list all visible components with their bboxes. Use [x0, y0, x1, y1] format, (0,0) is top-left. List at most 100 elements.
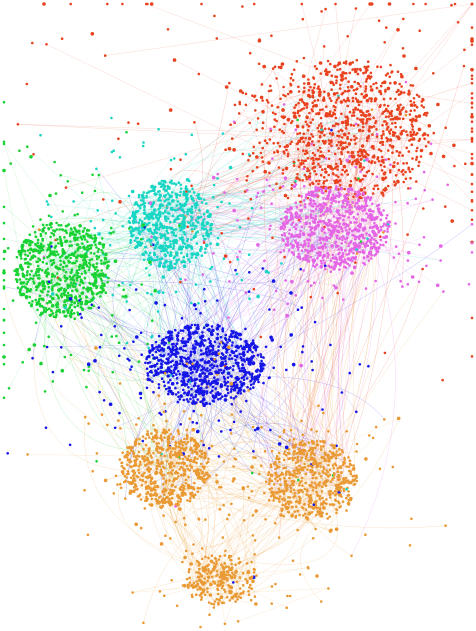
node — [293, 106, 296, 109]
node — [60, 368, 65, 373]
node — [26, 249, 30, 252]
node — [279, 251, 283, 254]
node — [43, 285, 47, 288]
edge-163 — [171, 232, 376, 239]
node — [326, 59, 330, 63]
node — [404, 177, 408, 181]
node — [299, 200, 302, 204]
node — [265, 178, 269, 182]
node — [470, 218, 474, 222]
node — [27, 265, 30, 269]
node — [356, 201, 359, 205]
node — [195, 242, 199, 245]
node — [349, 206, 353, 209]
node — [329, 223, 332, 226]
edge-1056 — [196, 331, 212, 334]
node — [355, 58, 359, 62]
node — [97, 173, 101, 177]
node — [319, 241, 323, 245]
node — [417, 114, 422, 118]
node — [410, 275, 415, 279]
edge-50 — [299, 100, 315, 218]
node — [64, 270, 68, 274]
node — [372, 116, 375, 120]
node — [350, 150, 355, 155]
node — [205, 202, 208, 205]
node — [69, 281, 73, 285]
node — [407, 250, 411, 255]
node — [360, 168, 364, 171]
edge-460 — [295, 291, 444, 518]
node — [317, 162, 320, 166]
node — [78, 295, 81, 298]
node — [386, 230, 389, 233]
node — [295, 176, 299, 180]
edge-481 — [31, 305, 195, 441]
node — [470, 130, 474, 133]
node — [101, 287, 104, 290]
node — [304, 243, 307, 247]
node — [470, 316, 474, 320]
node — [306, 81, 311, 86]
node — [169, 167, 173, 171]
node — [354, 261, 357, 264]
edge-459 — [336, 190, 353, 489]
edge-143 — [88, 212, 153, 371]
edge-250 — [179, 224, 238, 358]
node — [329, 343, 332, 347]
node — [346, 262, 350, 266]
edge-364 — [134, 400, 194, 481]
node — [284, 279, 288, 282]
node — [172, 242, 175, 245]
node — [53, 160, 56, 164]
node — [422, 106, 426, 109]
edge-687 — [46, 44, 308, 172]
edge-161 — [159, 191, 293, 221]
node — [362, 149, 366, 153]
node — [332, 215, 336, 218]
node — [368, 250, 372, 254]
edge-638 — [289, 160, 383, 483]
node — [63, 293, 66, 296]
node — [157, 127, 160, 131]
node — [339, 100, 344, 104]
node — [365, 232, 368, 235]
node — [399, 279, 402, 283]
edge-877 — [191, 212, 204, 237]
node — [470, 26, 474, 29]
edge-136 — [96, 216, 186, 288]
node — [406, 233, 409, 236]
node — [317, 140, 321, 143]
node — [249, 197, 253, 201]
node — [353, 244, 356, 248]
edge-71 — [163, 68, 281, 228]
node — [383, 41, 387, 44]
edge-850 — [131, 196, 192, 236]
node — [80, 291, 85, 295]
edge-1060 — [192, 289, 205, 373]
node — [148, 260, 152, 265]
node — [226, 385, 229, 388]
edge-1279 — [224, 572, 244, 624]
node — [362, 95, 367, 99]
edge-156 — [178, 201, 292, 250]
node — [48, 313, 51, 317]
node — [153, 288, 157, 293]
edge-669 — [180, 163, 304, 283]
node — [355, 217, 358, 221]
edge-436 — [306, 221, 338, 492]
node — [61, 210, 64, 213]
node — [64, 255, 69, 260]
node — [325, 197, 328, 201]
node — [94, 268, 97, 271]
node — [338, 134, 341, 138]
edge-333 — [41, 270, 167, 372]
node — [339, 83, 342, 87]
edge-1239 — [307, 460, 330, 520]
node — [191, 396, 195, 399]
node — [282, 131, 286, 135]
node — [375, 128, 378, 131]
node — [81, 242, 84, 245]
node — [16, 286, 20, 290]
node — [381, 123, 384, 127]
